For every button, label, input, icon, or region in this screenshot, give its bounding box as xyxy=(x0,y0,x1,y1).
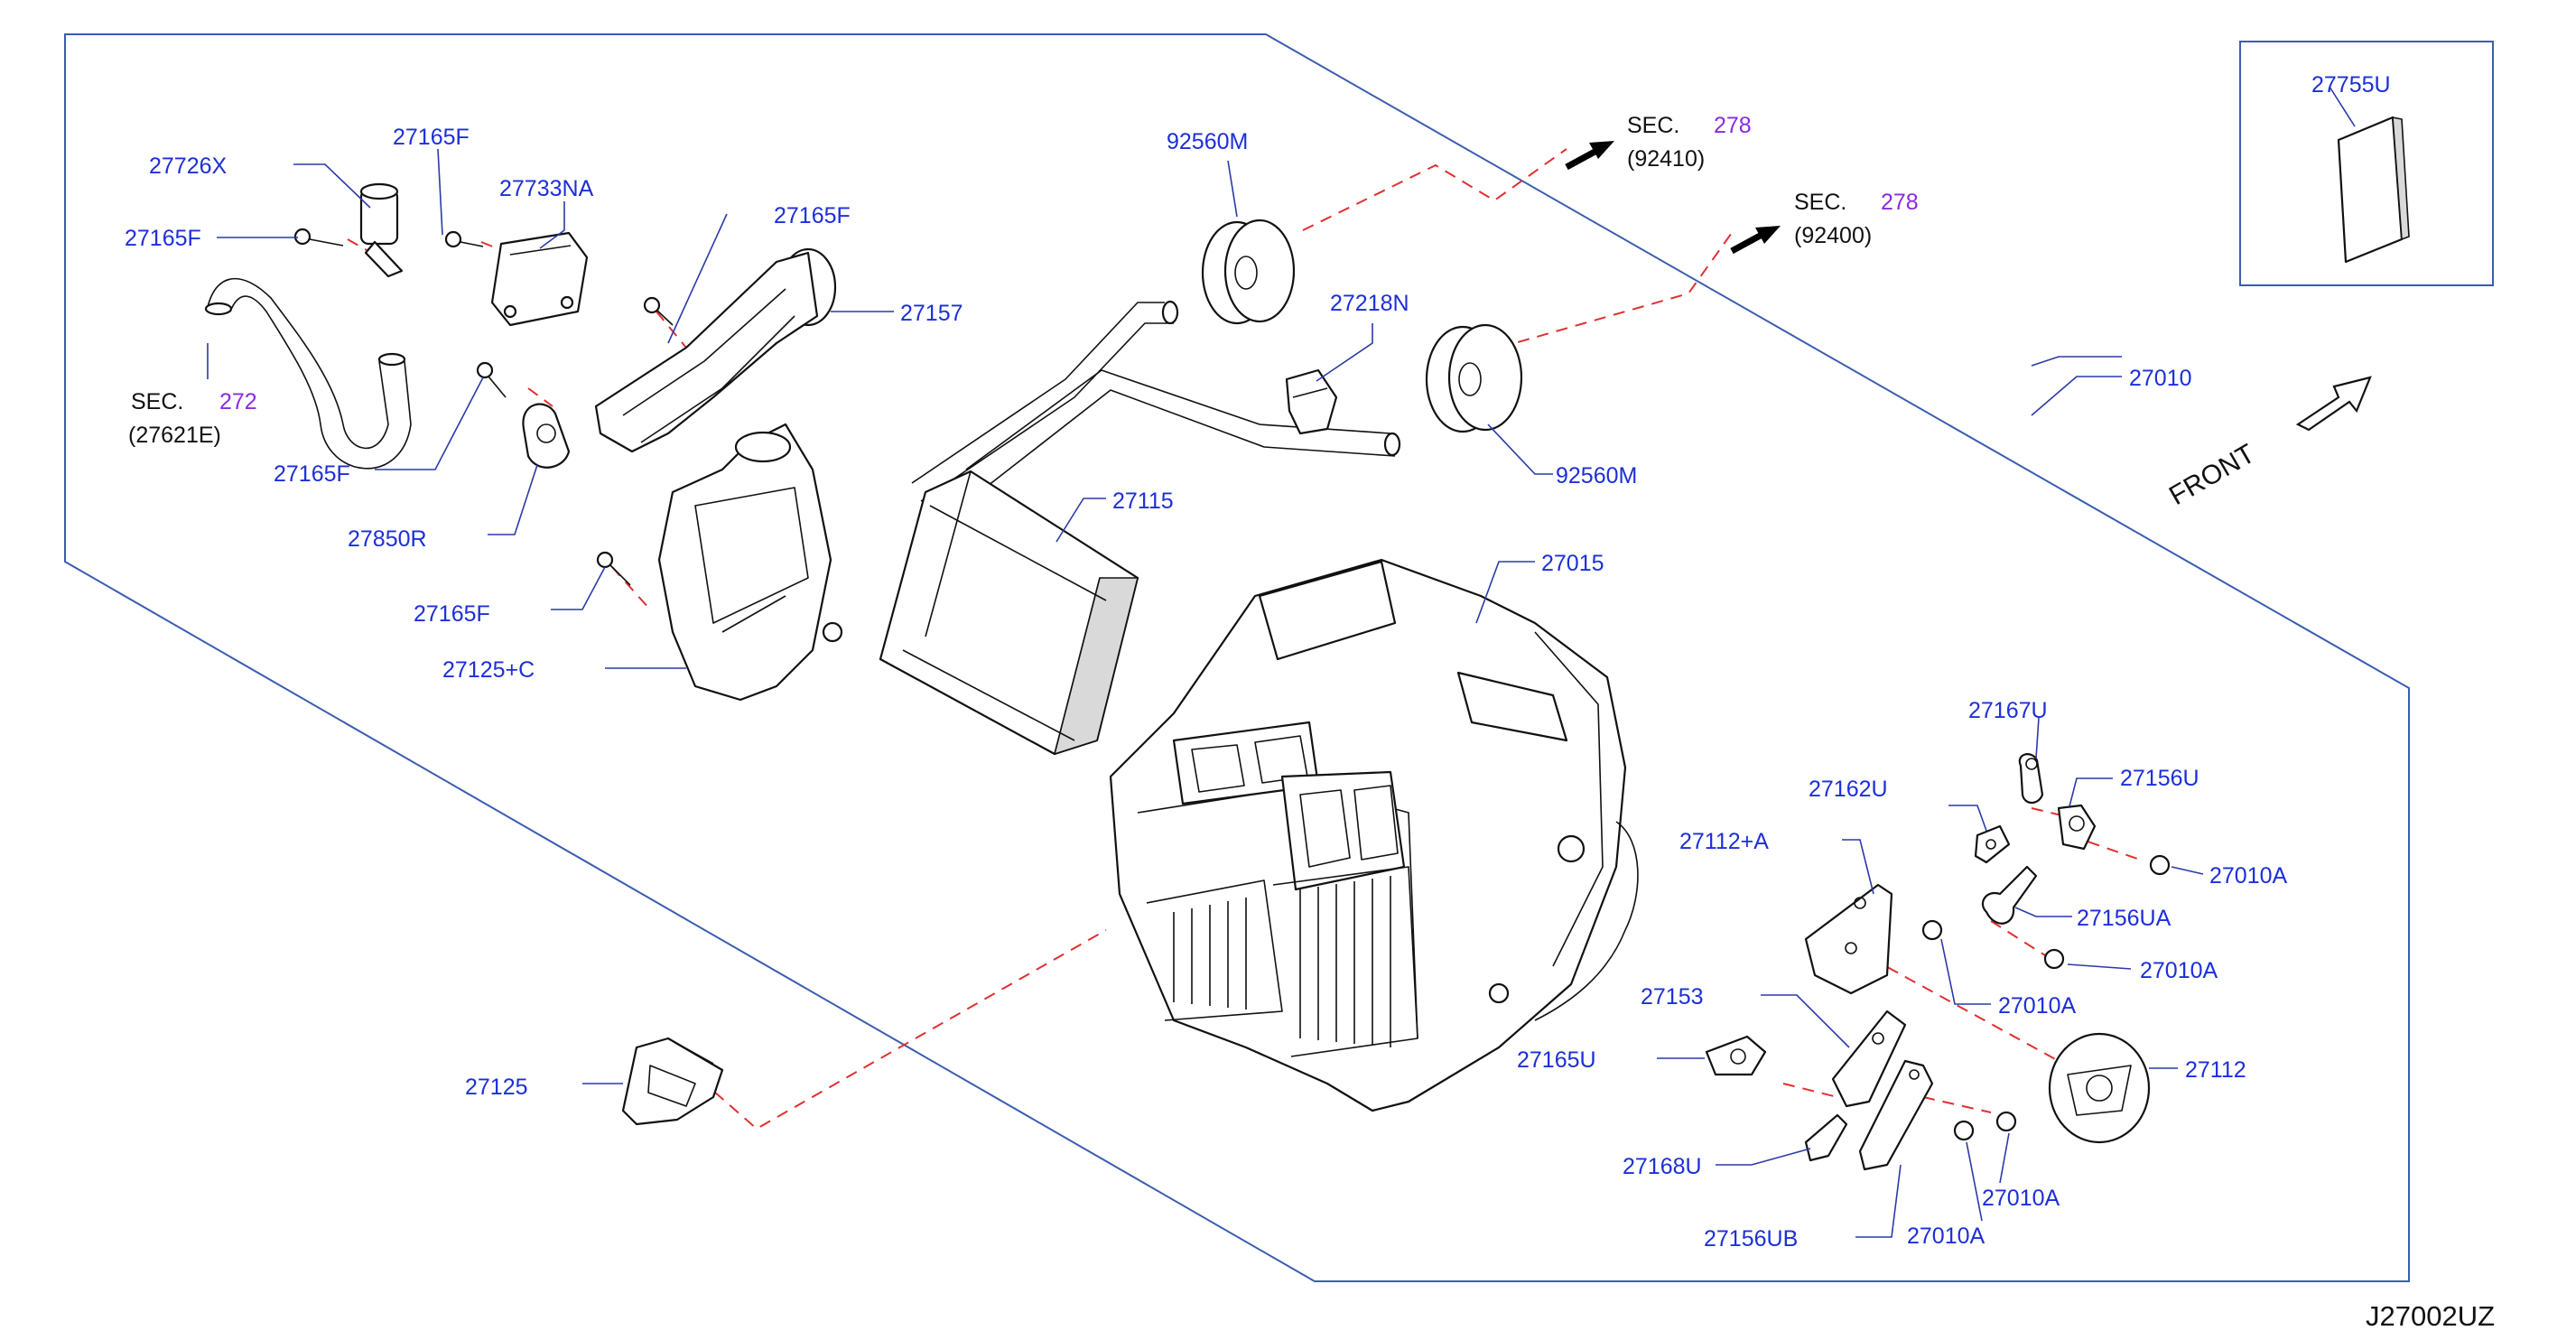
part-label: 27112+A xyxy=(1679,829,1769,854)
part-label: 27112 xyxy=(2185,1057,2246,1083)
section-number: 278 xyxy=(1881,190,1919,215)
part-label: 27726X xyxy=(149,154,228,179)
link-27156u-part xyxy=(2057,804,2097,851)
part-label: 27156UB xyxy=(1704,1226,1798,1252)
assembly-border xyxy=(64,33,2410,1282)
screw-icon xyxy=(1921,919,1943,941)
heater-pipes-part xyxy=(911,300,1401,502)
link-27850r-part xyxy=(522,403,571,469)
part-label: 27010A xyxy=(1907,1224,1985,1249)
front-label: FRONT xyxy=(2164,439,2260,511)
part-label: 27165F xyxy=(414,601,490,627)
screws xyxy=(293,228,2171,1141)
filter-27755u-part xyxy=(2337,116,2410,264)
part-label: 27115 xyxy=(1112,489,1174,514)
part-label: 27755U xyxy=(2311,72,2391,98)
part-label: 27850R xyxy=(348,526,427,552)
part-label: 27165F xyxy=(393,125,470,150)
section-number: 278 xyxy=(1714,113,1752,138)
section-prefix: SEC. xyxy=(131,389,183,414)
part-label: 27218N xyxy=(1330,291,1409,316)
grommet-92560m-upper-part xyxy=(1201,219,1296,325)
part-label: 27157 xyxy=(900,301,963,326)
arrow-sec278-lower xyxy=(1730,226,1781,255)
section-part: (92410) xyxy=(1627,146,1705,172)
link-27162u-part xyxy=(1974,824,2011,864)
part-label: 27733NA xyxy=(499,176,594,201)
part-label: 27165U xyxy=(1517,1047,1596,1073)
part-label: 27010A xyxy=(1982,1186,2060,1211)
clip-27218n-part xyxy=(1285,368,1338,435)
screw-icon xyxy=(1995,1111,2017,1132)
screw-icon xyxy=(2149,854,2171,876)
front-arrow-icon xyxy=(2295,376,2372,432)
housing-27125c-part xyxy=(657,423,843,702)
arrow-sec278-upper xyxy=(1565,141,1614,171)
duct-27125-part xyxy=(621,1037,724,1126)
part-label: 92560M xyxy=(1167,129,1248,154)
part-label: 27125 xyxy=(465,1075,528,1100)
actuator-27112a-part xyxy=(1804,883,1893,995)
section-number: 272 xyxy=(219,389,257,414)
screw-icon xyxy=(293,228,344,247)
link-27165u-part xyxy=(1705,1035,1767,1076)
part-label: 27167U xyxy=(1968,698,2048,723)
heater-core-27115-part xyxy=(879,470,1139,756)
part-label: 27153 xyxy=(1641,984,1704,1010)
link-27167u-part xyxy=(2018,753,2044,805)
part-label: 27165F xyxy=(774,203,851,228)
hose-sec272-part xyxy=(204,277,412,470)
part-label: 27156U xyxy=(2120,766,2199,791)
leader-lines xyxy=(207,86,2356,1238)
sensor-27726x-part xyxy=(359,182,404,278)
part-label: 27010A xyxy=(2209,863,2288,889)
part-label: 27125+C xyxy=(442,657,535,683)
part-label: 27168U xyxy=(1623,1154,1702,1179)
diagram-code: J27002UZ xyxy=(2366,1300,2495,1332)
link-27168u-part xyxy=(1804,1113,1848,1162)
screw-icon xyxy=(2043,948,2065,970)
actuator-27733na-part xyxy=(490,231,589,327)
link-27153-part xyxy=(1831,1010,1907,1108)
part-label: 27010A xyxy=(2140,958,2218,983)
link-27156ua-part xyxy=(1981,865,2038,925)
section-prefix: SEC. xyxy=(1627,113,1679,138)
section-part: (92400) xyxy=(1794,223,1872,248)
part-label: 27015 xyxy=(1541,551,1604,576)
part-label: 27010 xyxy=(2129,366,2192,391)
part-label: 27010A xyxy=(1998,993,2077,1019)
link-27156ub-part xyxy=(1858,1059,1934,1171)
actuator-27112-part xyxy=(2048,1032,2151,1144)
grommet-92560m-lower-part xyxy=(1425,323,1523,433)
screw-icon xyxy=(596,551,631,586)
part-label: 27165F xyxy=(274,461,350,487)
part-label: 27162U xyxy=(1809,777,1888,802)
part-label: 92560M xyxy=(1556,463,1637,489)
part-label: 27156UA xyxy=(2077,906,2171,931)
screw-icon xyxy=(643,296,674,326)
part-label: 27165F xyxy=(125,226,201,251)
section-prefix: SEC. xyxy=(1794,190,1846,215)
heater-unit-27015-part xyxy=(1109,558,1639,1112)
screw-icon xyxy=(476,361,507,398)
duct-27157-part xyxy=(594,247,837,453)
section-part: (27621E) xyxy=(128,423,221,448)
inset-border-27755u xyxy=(2239,41,2494,286)
screw-icon xyxy=(444,230,484,248)
screw-icon xyxy=(1953,1120,1975,1141)
